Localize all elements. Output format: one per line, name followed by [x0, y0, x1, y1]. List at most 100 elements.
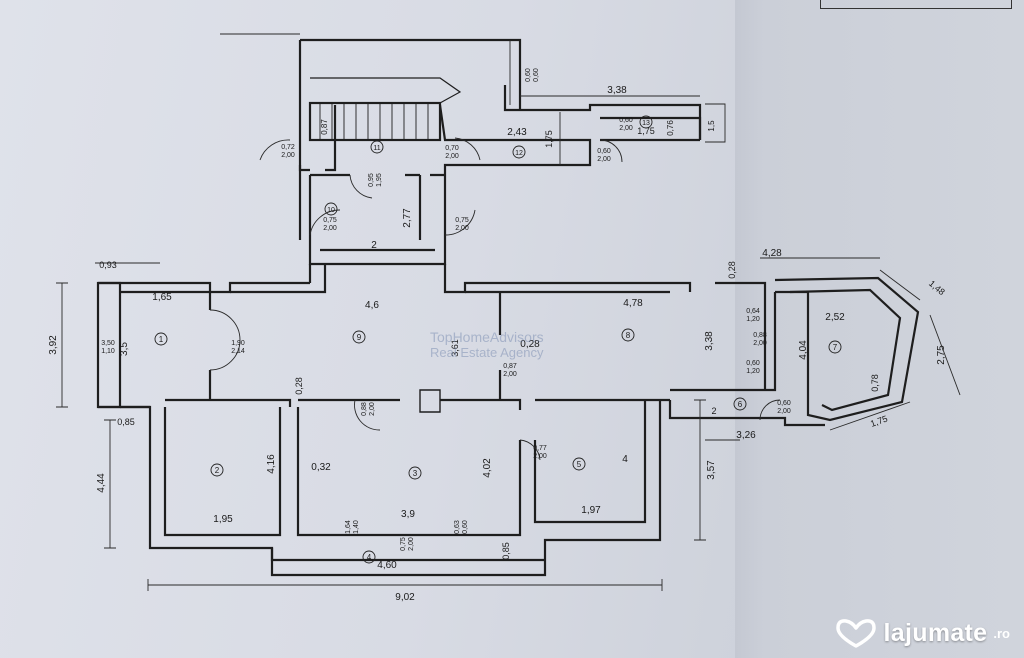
dim-room11-h: 0,87	[320, 119, 329, 135]
watermark-line2: Real Estate Agency	[430, 345, 544, 360]
room-4: 4	[367, 553, 372, 562]
dim-room13-top: 3,38	[607, 85, 627, 96]
site-logo[interactable]: lajumate .ro	[834, 618, 1010, 648]
window-3-h: 2,00	[753, 340, 767, 347]
room-2: 2	[215, 466, 220, 475]
window-8-h: 0,60	[533, 68, 540, 82]
door-12-h: 2,00	[408, 537, 415, 551]
dim-left-bottom: 4,44	[96, 473, 107, 493]
plan-walls	[96, 38, 920, 577]
door-11-h: 2,00	[369, 402, 376, 416]
window-5-h: 2,00	[777, 408, 791, 415]
window-5-w: 0,60	[777, 400, 791, 407]
heart-handshake-icon	[835, 619, 876, 648]
door-8-w: 0,60	[619, 117, 633, 124]
dim-right-height: 3,57	[706, 460, 717, 480]
dim-room6-width: 3,26	[736, 430, 756, 441]
door-4-w: 0,75	[323, 217, 337, 224]
dim-room2-width: 1,95	[213, 514, 233, 525]
window-7-w: 0,63	[454, 520, 461, 534]
door-7-h: 2,00	[533, 453, 547, 460]
dim-room10-width: 2	[371, 240, 377, 251]
dim-left-offset: 0,93	[99, 260, 117, 270]
room-13: 13	[642, 120, 650, 127]
dim-room5-width: 1,97	[581, 505, 601, 516]
dim-room13-width: 1,75	[637, 126, 655, 136]
room-6: 6	[738, 400, 743, 409]
dim-room3-height: 4,02	[482, 458, 493, 478]
door-11-w: 0,88	[361, 402, 368, 416]
room-3: 3	[413, 469, 418, 478]
paper-fold	[735, 0, 1024, 658]
door-2-w: 0,72	[281, 144, 295, 151]
watermark-line1: TopHomeAdvisors	[430, 329, 544, 345]
dim-room3-left: 0,32	[311, 462, 331, 473]
dim-room1-width: 1,65	[152, 292, 172, 303]
dim-room7-corner: 1,48	[927, 278, 947, 297]
dim-wall-a: 0,28	[294, 377, 304, 395]
dim-room1-height: 3,5	[119, 342, 130, 356]
dim-room7-side: 2,75	[936, 345, 947, 365]
dim-total-width: 9,02	[395, 592, 415, 603]
room-11: 11	[373, 145, 380, 152]
door-5-h: 2,00	[455, 225, 469, 232]
dim-wall-b: 0,28	[520, 339, 540, 350]
dim-room7-top: 4,28	[762, 248, 782, 259]
room-10: 10	[327, 207, 335, 214]
window-3-w: 0,88	[753, 332, 767, 339]
door-5-w: 0,75	[455, 217, 469, 224]
door-6-w: 0,87	[503, 363, 517, 370]
dim-front-width: 4,60	[377, 560, 397, 571]
room-8: 8	[626, 331, 631, 340]
dim-room13-b: 1,5	[707, 120, 716, 132]
door-3-w: 0,70	[445, 145, 459, 152]
opening-labels: 1,90 2,14 0,72 2,00 0,70 2,00 0,75 2,00 …	[101, 68, 791, 551]
door-10-h: 1,95	[376, 173, 383, 187]
dim-left-height: 3,92	[48, 335, 59, 355]
door-2-h: 2,00	[281, 152, 295, 159]
dim-room10-height: 2,77	[402, 208, 413, 228]
window-6-h: 1,40	[353, 520, 360, 534]
agency-watermark: TopHomeAdvisors Real Estate Agency	[430, 329, 544, 361]
door-3-h: 2,00	[445, 153, 459, 160]
logo-name: lajumate	[883, 618, 988, 647]
door-4-h: 2,00	[323, 225, 337, 232]
dim-room7-inner: 0,78	[870, 374, 880, 392]
window-8-w: 0,60	[525, 68, 532, 82]
door-9-h: 2,00	[597, 156, 611, 163]
dim-wall-361: 3,61	[450, 339, 460, 357]
logo-tld: .ro	[993, 625, 1010, 641]
room-9: 9	[357, 333, 362, 342]
title-block-corner	[820, 0, 1012, 9]
room-12: 12	[515, 150, 523, 157]
window-2-h: 1,20	[746, 316, 760, 323]
dim-room2-height: 4,16	[266, 454, 277, 474]
dim-room5-height: 4	[622, 454, 628, 465]
dim-room7-height: 4,04	[798, 340, 809, 360]
window-1-h: 1,10	[101, 348, 115, 355]
window-6-w: 1,64	[345, 520, 352, 534]
door-9-w: 0,60	[597, 148, 611, 155]
door-1-h: 2,14	[231, 348, 245, 355]
dim-room12-height: 1,75	[544, 130, 554, 148]
dim-room13-a: 0,76	[666, 120, 675, 136]
window-4-w: 0,60	[746, 360, 760, 367]
dim-wall-c: 0,28	[727, 261, 737, 279]
room-5: 5	[577, 460, 582, 469]
window-1-w: 3,50	[101, 340, 115, 347]
door-10-w: 0,95	[368, 173, 375, 187]
door-7-w: 0,77	[533, 445, 547, 452]
dim-room8-height: 3,38	[704, 331, 715, 351]
dim-room3-width: 3,9	[401, 509, 415, 520]
dim-bottom-step: 0,85	[117, 417, 135, 427]
door-swings	[209, 137, 781, 461]
door-12-w: 0,75	[400, 537, 407, 551]
dim-room12-width: 2,43	[507, 127, 527, 138]
dimension-lines	[56, 33, 961, 591]
window-2-w: 0,64	[746, 308, 760, 315]
window-4-h: 1,20	[746, 368, 760, 375]
door-1-w: 1,90	[231, 340, 245, 347]
room-7: 7	[833, 343, 838, 352]
